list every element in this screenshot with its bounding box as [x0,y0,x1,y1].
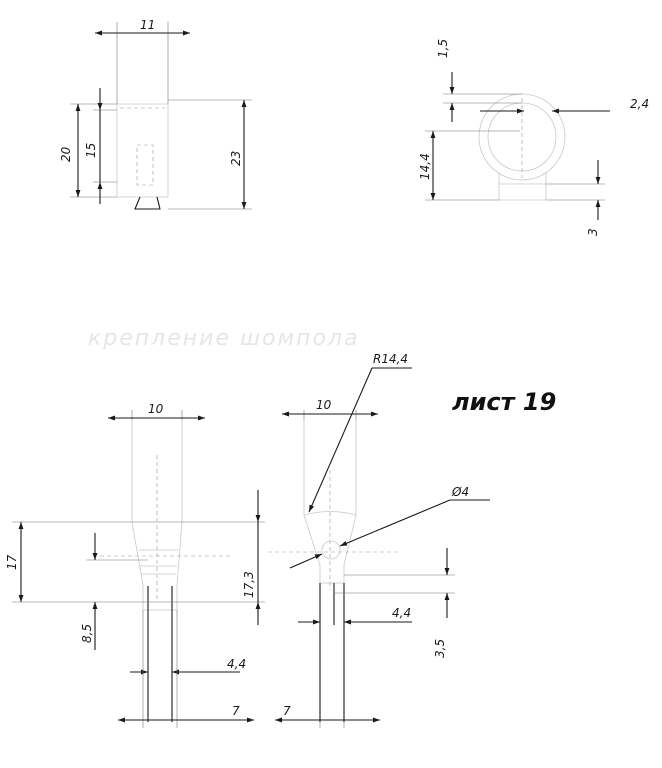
dim-slot-4-4-left: 4,4 [227,657,246,671]
dim-base-3: 3 [586,228,600,236]
view-bottom-right: 10 R14,4 Ø4 4,4 3,5 7 [268,352,490,728]
dim-height-20: 20 [59,146,73,162]
dim-width-11: 11 [140,18,155,32]
dim-stem-7-left: 7 [232,704,240,718]
dim-height-23: 23 [229,151,243,166]
dim-slot-4-4-right: 4,4 [392,606,411,620]
dim-height-14-4: 14,4 [418,153,432,180]
view-top-left: 11 20 15 23 [59,18,252,210]
dim-hole-4: Ø4 [451,485,469,499]
dim-height-15: 15 [84,143,98,158]
dim-width-10-left: 10 [148,402,164,416]
view-top-right: 1,5 2,4 14,4 3 [418,39,649,236]
drawing-title: крепление шомпола [88,326,360,351]
dim-height-17-3: 17,3 [242,571,256,598]
dim-height-17: 17 [5,554,19,570]
dim-stem-7-right: 7 [283,704,291,718]
dim-wall-2-4: 2,4 [630,97,649,111]
dim-top-1-5: 1,5 [436,39,450,58]
sheet-number: лист 19 [452,388,556,416]
dim-width-10-right: 10 [316,398,332,412]
view-bottom-left: 10 17 17,3 8,5 4,4 7 [5,402,265,728]
dim-low-8-5: 8,5 [80,624,94,643]
dim-step-3-5: 3,5 [433,639,447,658]
dim-radius-14-4: R14,4 [373,352,408,366]
